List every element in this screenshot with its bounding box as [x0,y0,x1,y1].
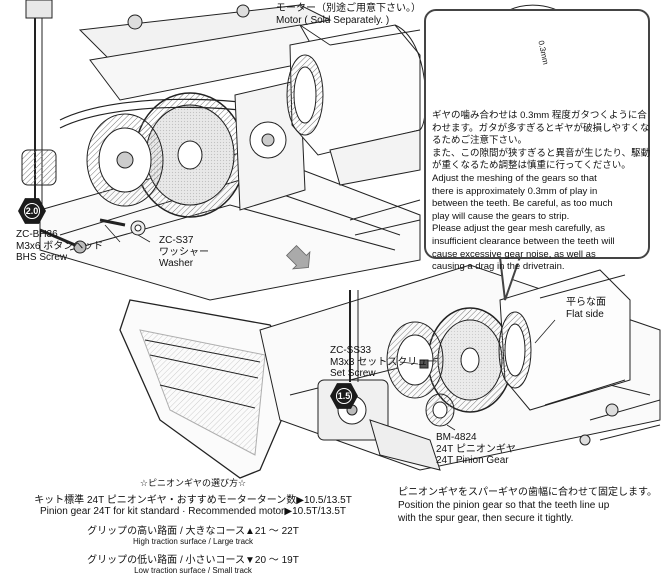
callout-text: ギヤの噛み合わせは 0.3mm 程度ガタつくように合 わせます。ガタが多すぎると… [432,110,651,273]
gear-mesh-callout [424,9,650,259]
zc-bh36-label: ZC-BH36 M3x6 ボタンヘッド BHS Screw [16,229,104,263]
guide-high-jp: グリップの高い路面 / 大きなコース▲21 ～ 22T [87,526,299,537]
guide-high-en: High traction surface / Large track [132,537,254,546]
guide-kit-en: Pinion gear 24T for kit standard · Recom… [40,506,346,517]
guide-low-en: Low traction surface / Small track [134,566,252,575]
pinion-instruction: ピニオンギヤをスパーギヤの歯幅に合わせて固定します。 Position the … [398,487,657,524]
bm-4824-label: BM-4824 24T ピニオンギヤ 24T Pinion Gear [436,432,516,466]
callout-pointer [499,256,521,301]
pinion-selection-guide: ☆ピニオンギヤの選び方☆ キット標準 24T ピニオンギヤ・おすすめモーターター… [0,476,386,575]
bottom-chassis-drawing [119,264,661,479]
top-chassis-drawing [21,0,427,301]
step-arrow-icon [285,244,311,270]
motor-label: モーター（別途ご用意下さい。） Motor ( Sold Separately.… [276,3,421,26]
guide-title: ☆ピニオンギヤの選び方☆ [139,478,247,488]
zc-s37-label: ZC-S37 ワッシャー Washer [159,235,209,269]
guide-low-jp: グリップの低い路面 / 小さいコース▼20 ～ 19T [87,555,299,566]
guide-kit-jp: キット標準 24T ピニオンギヤ・おすすめモーターターン数▶10.5/13.5T [34,495,352,506]
zc-ss33-label: ZC-SS33 M3x3 セットスクリュー Set Screw [330,345,438,379]
flat-side-label: 平らな面 Flat side [566,297,606,320]
